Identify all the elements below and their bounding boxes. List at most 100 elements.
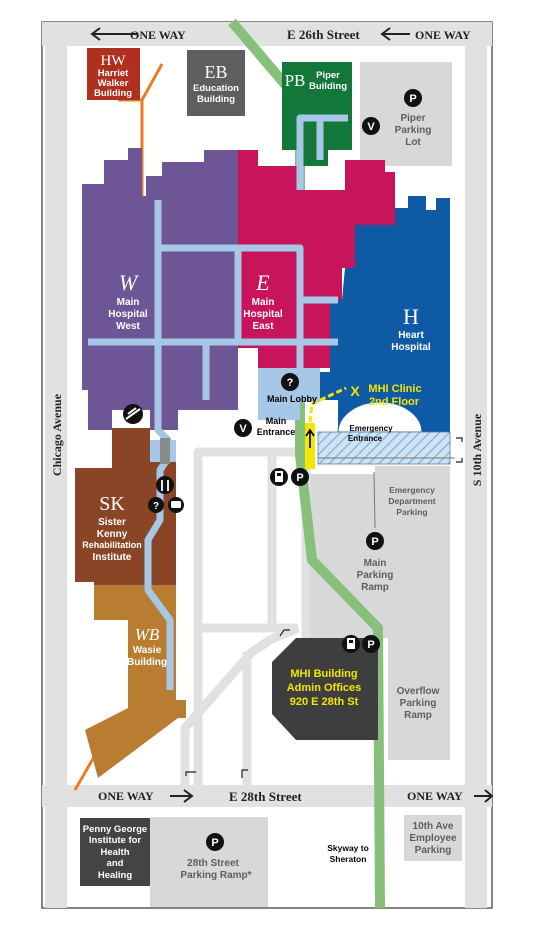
misc-labels: Main Lobby Main Entrance Emergency Entra… bbox=[257, 383, 422, 864]
east-l1: Main bbox=[252, 297, 275, 308]
opr-l3: Ramp bbox=[404, 710, 432, 721]
mpr-l2: Parking bbox=[357, 570, 394, 581]
tenth-l2: Employee bbox=[409, 833, 457, 844]
oneway-arrow-icon bbox=[380, 27, 410, 41]
tenth-l1: 10th Ave bbox=[413, 821, 454, 832]
opr-l1: Overflow bbox=[397, 686, 440, 697]
restaurant-icon bbox=[156, 476, 174, 494]
piper-abbr: PB bbox=[285, 71, 306, 90]
parking-icon: P bbox=[291, 468, 309, 486]
main-lobby-label: Main Lobby bbox=[267, 394, 317, 404]
parking-icon: P bbox=[404, 89, 422, 107]
street-labels: ONE WAY E 26th Street ONE WAY ONE WAY E … bbox=[50, 27, 494, 804]
education-l1: Education bbox=[193, 83, 239, 94]
oneway-label-4: ONE WAY bbox=[407, 789, 463, 803]
parking-areas bbox=[150, 62, 462, 907]
parking-icon: P bbox=[366, 532, 384, 550]
penny-george-l2: Institute for bbox=[89, 835, 142, 846]
pay-station-icon bbox=[270, 468, 288, 486]
turn-arrow-icon bbox=[241, 769, 248, 778]
emergency-entrance-l2: Entrance bbox=[348, 434, 383, 443]
harriet-walker-abbr: HW bbox=[101, 53, 127, 69]
tenth-l3: Parking bbox=[415, 845, 452, 856]
wasie-abbr: WB bbox=[135, 625, 160, 644]
building-heart-hospital bbox=[320, 196, 450, 432]
e28th-street-label: E 28th Street bbox=[229, 789, 302, 804]
west-l1: Main bbox=[117, 297, 140, 308]
heart-abbr: H bbox=[403, 304, 419, 329]
parking-icon: P bbox=[362, 635, 380, 653]
emergency-canopy-dome bbox=[337, 401, 423, 433]
mhi-l2: Admin Offices bbox=[287, 682, 362, 694]
building-wasie bbox=[85, 585, 186, 778]
chicago-avenue-label: Chicago Avenue bbox=[50, 393, 64, 476]
wasie-l1: Wasie bbox=[133, 645, 162, 656]
e26th-street-label: E 26th Street bbox=[287, 27, 360, 42]
piper-l1: Piper bbox=[316, 70, 340, 81]
turn-arrow-icon bbox=[456, 437, 463, 442]
oneway-arrow-icon bbox=[90, 27, 138, 41]
svg-text:?: ? bbox=[153, 501, 159, 512]
edp-l2: Department bbox=[388, 496, 435, 506]
parking-icon: P bbox=[206, 833, 224, 851]
info-icon: ? bbox=[148, 497, 164, 513]
oneway-label-2: ONE WAY bbox=[415, 28, 471, 42]
education-abbr: EB bbox=[204, 62, 227, 82]
main-parking-ramp-area bbox=[303, 474, 450, 638]
svg-text:P: P bbox=[211, 837, 218, 849]
mpr-l1: Main bbox=[364, 558, 387, 569]
main-lobby-area bbox=[258, 368, 320, 420]
sk-l3: Rehabilitation bbox=[82, 540, 142, 550]
heart-l2: Hospital bbox=[391, 342, 431, 353]
building-penny-george bbox=[80, 818, 150, 886]
svg-text:P: P bbox=[409, 93, 416, 105]
valet-icon: V bbox=[234, 419, 252, 437]
building-harriet-walker bbox=[87, 48, 140, 100]
mhi-l3: 920 E 28th St bbox=[290, 696, 359, 708]
street-layer bbox=[42, 22, 492, 908]
skyway-l2: Sheraton bbox=[330, 854, 367, 864]
education-l2: Building bbox=[197, 94, 235, 105]
main-entrance-l1: Main bbox=[266, 416, 287, 426]
oneway-label-1: ONE WAY bbox=[130, 28, 186, 42]
piper-lot-l2: Parking bbox=[395, 125, 432, 136]
main-entrance-l2: Entrance bbox=[257, 427, 296, 437]
info-icon: ? bbox=[281, 373, 299, 391]
piper-parking-lot-area bbox=[360, 62, 452, 166]
emergency-entrance-canopy bbox=[317, 431, 451, 465]
mpr-l3: Ramp bbox=[361, 582, 389, 593]
emergency-entrance-l1: Emergency bbox=[349, 424, 393, 433]
east-abbr: E bbox=[255, 270, 270, 295]
piper-lot-l1: Piper bbox=[400, 113, 425, 124]
10th-ave-parking-area bbox=[404, 815, 462, 861]
sk-l1: Sister bbox=[98, 517, 126, 528]
wasie-l2: Building bbox=[127, 657, 167, 668]
skyway-l1: Skyway to bbox=[327, 843, 369, 853]
east-l2: Hospital bbox=[243, 309, 283, 320]
piper-l2: Building bbox=[309, 81, 347, 92]
svg-text:P: P bbox=[296, 472, 303, 484]
east-l3: East bbox=[252, 321, 274, 332]
sk-l4: Institute bbox=[93, 552, 132, 563]
skyway-bridge-icon bbox=[123, 404, 143, 424]
entrance-arrow-icon bbox=[305, 428, 315, 448]
heart-l1: Heart bbox=[398, 330, 424, 341]
p28-l1: 28th Street bbox=[187, 858, 239, 869]
opr-l2: Parking bbox=[400, 698, 437, 709]
chicago-avenue bbox=[45, 22, 67, 908]
svg-text:P: P bbox=[367, 639, 374, 651]
oneway-arrow-icon bbox=[474, 789, 494, 803]
building-mhi-admin bbox=[272, 638, 378, 740]
svg-text:V: V bbox=[239, 423, 247, 435]
mhi-clinic-l2: 2nd Floor bbox=[369, 396, 420, 408]
piper-lot-l3: Lot bbox=[405, 137, 421, 148]
mhi-l1: MHI Building bbox=[290, 668, 357, 680]
penny-george-l3: Health bbox=[100, 847, 129, 858]
harriet-walker-l1: Harriet bbox=[98, 68, 129, 79]
building-main-hospital-east bbox=[238, 150, 395, 368]
mhi-clinic-l1: MHI Clinic bbox=[368, 383, 421, 395]
sk-abbr: SK bbox=[99, 493, 125, 515]
turn-arrow-icon bbox=[456, 458, 463, 463]
sk-l2: Kenny bbox=[97, 529, 128, 540]
